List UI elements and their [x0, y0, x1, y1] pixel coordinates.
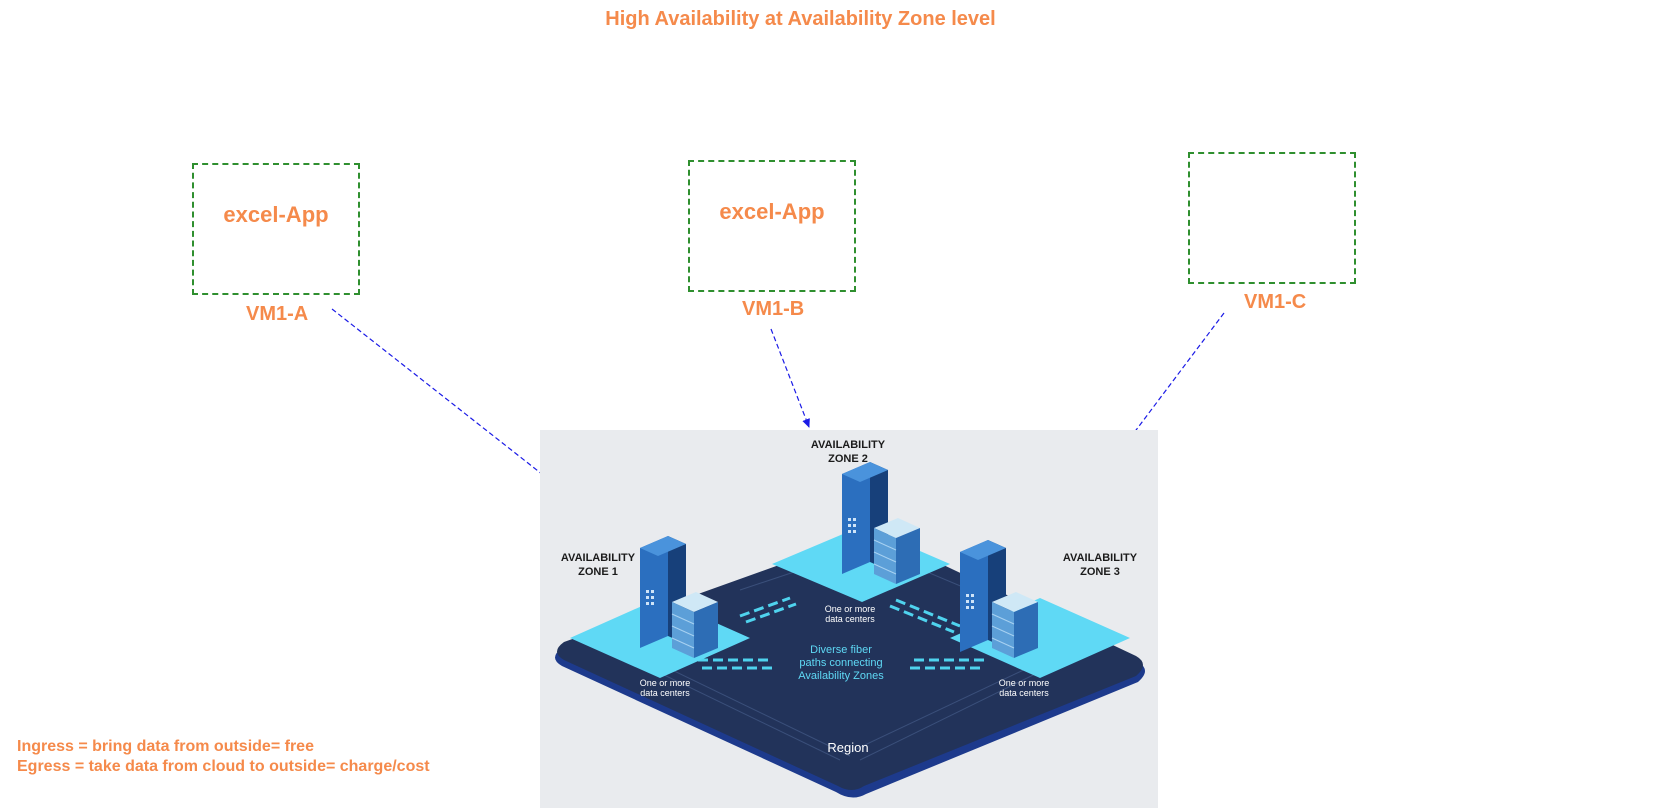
notes: Ingress = bring data from outside= free … [17, 737, 430, 777]
arrow-vm1-b-to-zone2 [770, 328, 810, 428]
vm-app-label: excel-App [223, 202, 329, 227]
zone3-title-line2: ZONE 3 [1080, 566, 1120, 578]
zone2-servers [842, 462, 920, 584]
zone3-caption-line1: One or more [999, 678, 1050, 688]
diagram-title: High Availability at Availability Zone l… [605, 8, 996, 30]
note-egress: Egress = take data from cloud to outside… [17, 758, 430, 775]
zone2-caption-line2: data centers [825, 614, 875, 624]
vm-label-c: VM1-C [1244, 291, 1307, 313]
zone2-title-line2: ZONE 2 [828, 453, 868, 465]
zone1-title-line2: ZONE 1 [578, 566, 618, 578]
fiber-text-line3: Availability Zones [798, 670, 884, 682]
zone1-caption-line1: One or more [640, 678, 691, 688]
fiber-text-line1: Diverse fiber [810, 644, 872, 656]
vm-box-b: excel-App [688, 160, 856, 292]
vm-app-label: excel-App [719, 199, 825, 224]
zone3-servers [960, 540, 1038, 658]
vm-box-c [1188, 152, 1356, 284]
note-ingress: Ingress = bring data from outside= free [17, 738, 314, 755]
zone1-caption-line2: data centers [640, 688, 690, 698]
fiber-text-line2: paths connecting [799, 657, 882, 669]
zone3-caption-line2: data centers [999, 688, 1049, 698]
vm-label-a: VM1-A [246, 303, 309, 325]
region-label: Region [827, 740, 868, 755]
zone1-servers [640, 536, 718, 658]
zone2-title-line1: AVAILABILITY [811, 439, 886, 451]
zone3-title-line1: AVAILABILITY [1063, 552, 1138, 564]
vm-box-a: excel-App [192, 163, 360, 295]
zone1-title-line1: AVAILABILITY [561, 552, 636, 564]
zone2-caption-line1: One or more [825, 604, 876, 614]
vm-label-b: VM1-B [742, 298, 805, 320]
availability-zones-illustration: AVAILABILITY ZONE 1 AVAILABILITY ZONE 2 … [540, 430, 1158, 808]
